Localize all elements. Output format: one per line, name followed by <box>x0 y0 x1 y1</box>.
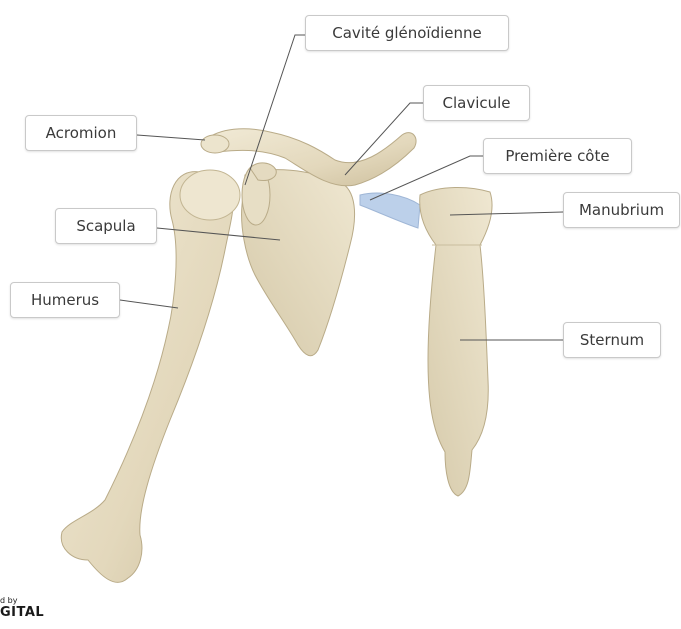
label-manubrium: Manubrium <box>563 192 680 228</box>
label-scapula: Scapula <box>55 208 157 244</box>
label-sternum: Sternum <box>563 322 661 358</box>
label-glenoid-cavity: Cavité glénoïdienne <box>305 15 509 51</box>
branding-big-text: GITAL <box>0 606 44 619</box>
leader-humerus <box>120 300 178 308</box>
label-humerus: Humerus <box>10 282 120 318</box>
first-rib <box>360 193 420 228</box>
leader-acromion <box>137 135 205 140</box>
scapula-bone <box>242 165 355 356</box>
label-acromion: Acromion <box>25 115 137 151</box>
branding-mark: d by GITAL <box>0 597 44 619</box>
branding-small-text: d by <box>0 597 44 605</box>
sternum-bone <box>420 187 492 496</box>
label-first-rib: Première côte <box>483 138 632 174</box>
label-clavicle: Clavicule <box>423 85 530 121</box>
